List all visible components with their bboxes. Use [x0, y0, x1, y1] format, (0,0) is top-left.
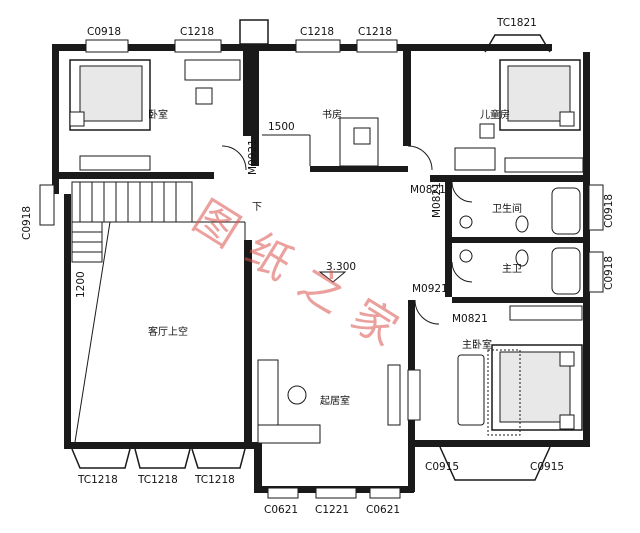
door-label: M0821: [410, 184, 446, 196]
furniture: [69, 59, 584, 444]
level-elevation: 3.300: [326, 261, 356, 273]
window-label: C0915: [530, 461, 564, 473]
window-label: C0621: [366, 504, 400, 516]
room-label-kids-room: 儿童房: [480, 108, 510, 121]
window-label: C1218: [358, 26, 392, 38]
window-label: TC1218: [137, 474, 178, 486]
living-void-outline: [74, 221, 246, 443]
dimension-1500: 1500: [268, 121, 295, 133]
room-label-family-room: 起居室: [320, 394, 350, 407]
roof-vent: [239, 19, 269, 45]
window-label: TC1218: [77, 474, 118, 486]
room-label-bathroom: 卫生间: [492, 202, 522, 215]
window-label: C0918: [21, 206, 33, 240]
door-label: M0821: [431, 182, 443, 218]
window-label: C1221: [315, 504, 349, 516]
window-label: C1218: [180, 26, 214, 38]
window-label: C0915: [425, 461, 459, 473]
door-label: M0921: [247, 139, 259, 175]
dimension-1200: 1200: [75, 271, 87, 298]
door-labels: M0921 M0821 M0821 M0921 M0821: [247, 139, 488, 325]
window-label: C1218: [300, 26, 334, 38]
window-labels: C0918 C1218 C1218 C1218 TC1821 TC1218 TC…: [21, 17, 615, 516]
watermark: 图纸之家: [184, 191, 406, 356]
watermark-text: 图纸之家: [184, 191, 406, 356]
room-label-master-bedroom: 主卧室: [462, 338, 492, 351]
room-label-bedroom: 卧室: [148, 108, 168, 121]
door-label: M0921: [412, 283, 448, 295]
stairs-label: 下: [252, 202, 262, 213]
doors: [221, 145, 473, 325]
room-labels: 卧室 书房 儿童房 卫生间 主卫 主卧室 客厅上空 起居室 下: [148, 108, 522, 407]
window-label: C0918: [603, 194, 615, 228]
window-label: TC1218: [194, 474, 235, 486]
window-label: C0918: [87, 26, 121, 38]
window-label: TC1821: [496, 17, 537, 29]
dimension-labels: 1500 1200 3.300: [75, 121, 356, 298]
room-label-study: 书房: [322, 108, 342, 121]
staircase: [71, 181, 193, 263]
dimension-markers: [69, 134, 347, 300]
window-label: C0621: [264, 504, 298, 516]
window-label: C0918: [603, 256, 615, 290]
door-label: M0821: [452, 313, 488, 325]
windows: [39, 34, 604, 499]
room-label-master-bath: 主卫: [502, 263, 522, 275]
room-label-living-void: 客厅上空: [148, 325, 188, 338]
